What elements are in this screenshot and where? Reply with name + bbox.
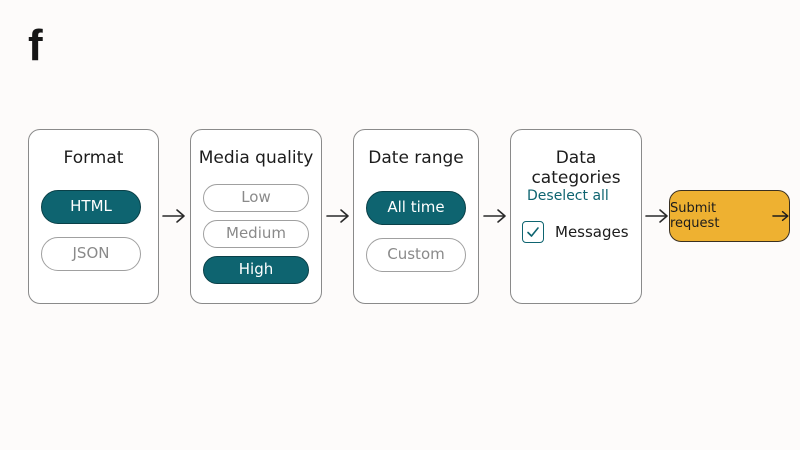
date-range-option-custom[interactable]: Custom — [366, 238, 466, 272]
media-quality-title: Media quality — [198, 148, 314, 168]
format-option-html[interactable]: HTML — [41, 190, 141, 224]
facebook-logo-icon: f — [28, 21, 43, 70]
arrow-right-icon — [162, 209, 185, 223]
media-quality-option-medium[interactable]: Medium — [203, 220, 309, 248]
media-quality-card: Media quality Low Medium High — [190, 129, 322, 304]
messages-label: Messages — [555, 223, 629, 241]
data-categories-card: Data categories Deselect all Messages — [510, 129, 642, 304]
media-quality-option-high[interactable]: High — [203, 256, 309, 284]
arrow-right-icon — [326, 209, 349, 223]
format-title: Format — [63, 148, 124, 168]
format-card: Format HTML JSON — [28, 129, 159, 304]
data-categories-title: Data categories — [531, 148, 621, 188]
format-option-json[interactable]: JSON — [41, 237, 141, 271]
arrow-right-icon — [483, 209, 506, 223]
deselect-all-link[interactable]: Deselect all — [527, 188, 609, 204]
checkmark-icon — [527, 227, 539, 237]
submit-request-button[interactable]: Submit request — [669, 190, 790, 242]
arrow-right-icon — [645, 209, 668, 223]
submit-request-label: Submit request — [670, 201, 720, 231]
media-quality-option-low[interactable]: Low — [203, 184, 309, 212]
arrow-right-icon — [771, 210, 789, 222]
messages-checkbox[interactable] — [522, 221, 544, 243]
date-range-option-all-time[interactable]: All time — [366, 191, 466, 225]
date-range-card: Date range All time Custom — [353, 129, 479, 304]
date-range-title: Date range — [368, 148, 464, 168]
